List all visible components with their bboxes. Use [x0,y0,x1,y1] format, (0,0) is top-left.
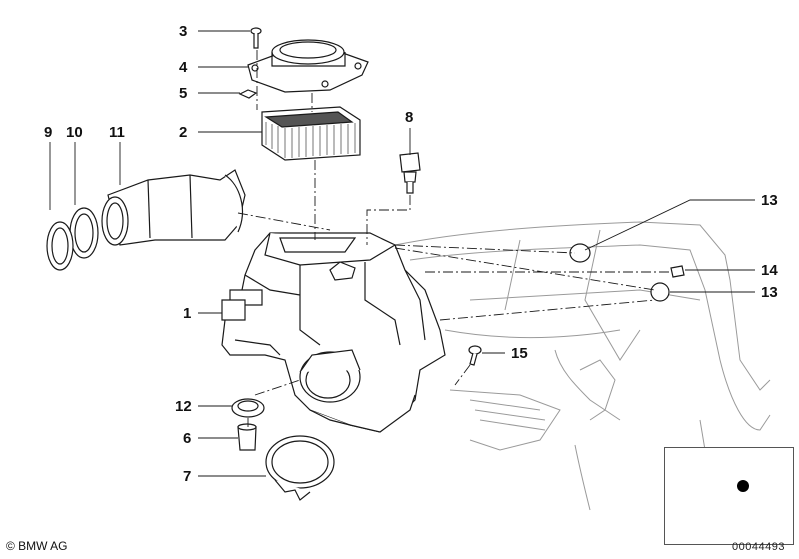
callout-3: 3 [179,23,188,40]
callout-5: 5 [179,85,188,102]
callout-6: 6 [183,430,192,447]
callout-13-top: 13 [761,192,778,209]
leader-lines [49,30,755,477]
callout-10: 10 [66,124,83,141]
callout-14: 14 [761,262,778,279]
screw-and-nut [238,27,262,99]
clamps-and-sleeve [231,398,335,501]
airbox-housing [221,232,446,433]
callout-15: 15 [511,345,528,362]
callout-12: 12 [175,398,192,415]
location-thumbnail [664,447,794,545]
location-marker [737,480,749,492]
cover-plate [247,39,369,93]
callout-1: 1 [183,305,192,322]
callout-2: 2 [179,124,188,141]
intake-opening [299,349,361,403]
callout-13-bottom: 13 [761,284,778,301]
callout-9: 9 [44,124,53,141]
sensor [399,152,421,194]
callout-8: 8 [405,109,414,126]
callout-4: 4 [179,59,188,76]
assembly-guides [237,50,670,427]
drawing-number: 00044493 [732,541,785,553]
callout-11: 11 [109,124,125,141]
copyright: © BMW AG [6,539,68,553]
air-filter [261,106,361,161]
hose-rings [46,207,99,271]
callout-7: 7 [183,468,192,485]
screw-15 [468,345,482,366]
location-marker-svg [737,480,749,492]
grommets [569,243,685,302]
intake-hose [101,169,246,246]
